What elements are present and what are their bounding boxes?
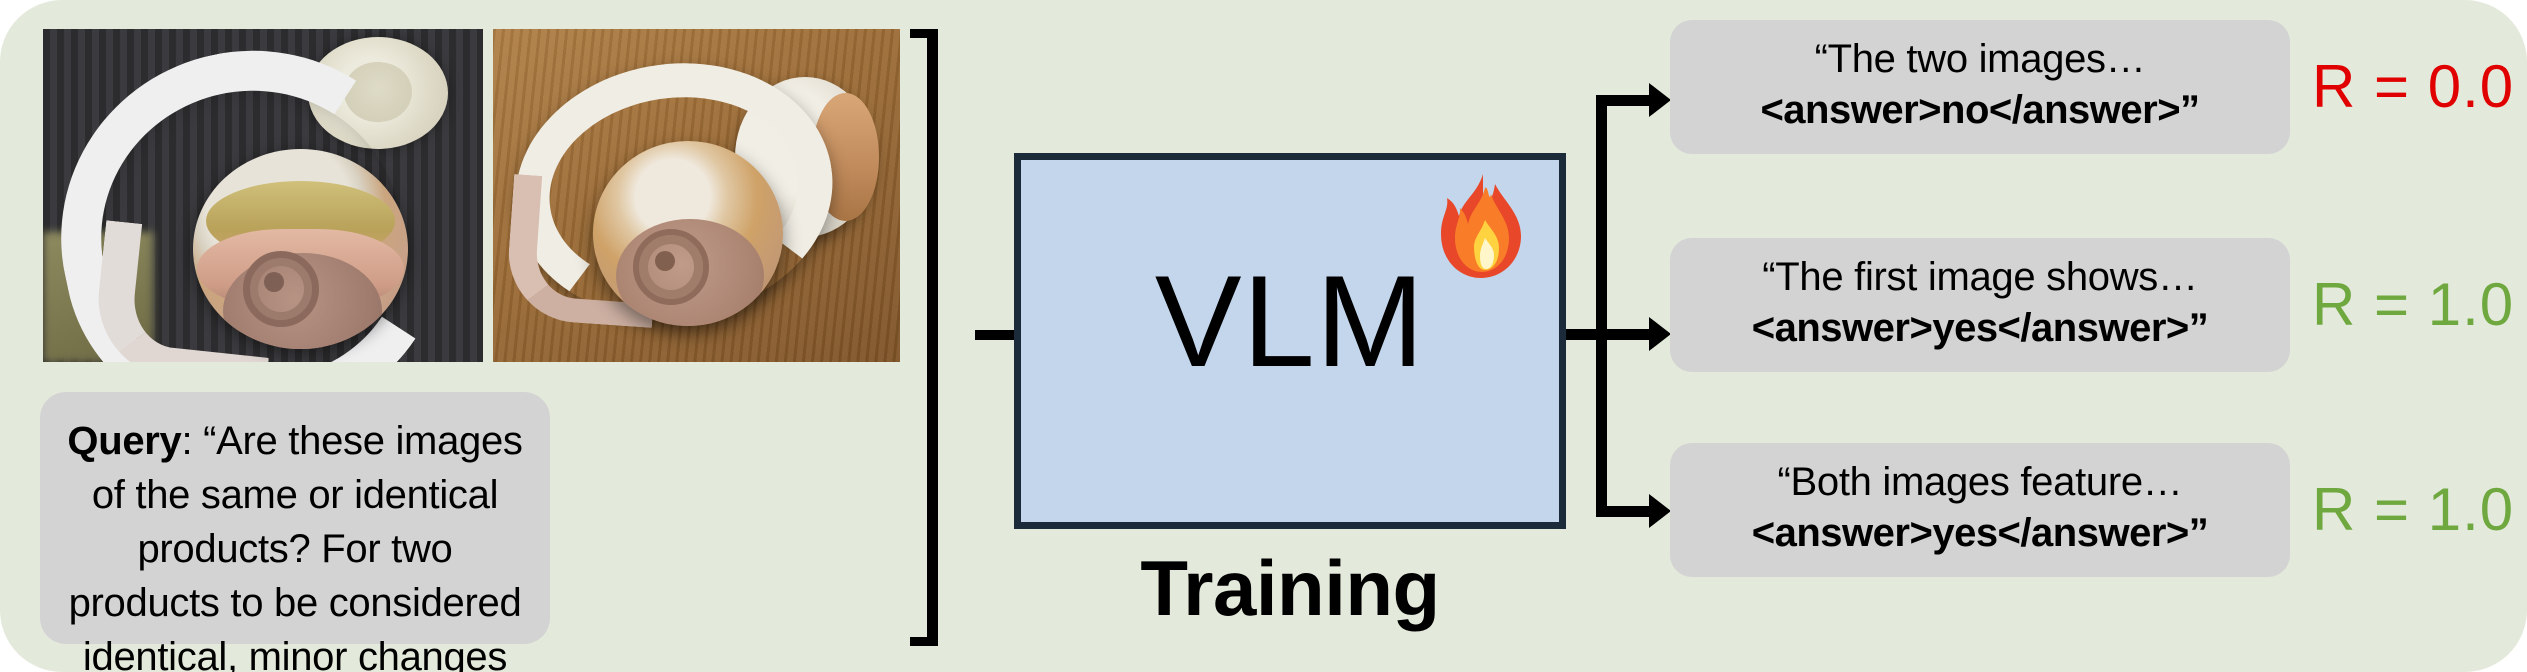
output-arrow-2-icon — [1596, 317, 1671, 351]
response-text-1: “The two images… — [1814, 37, 2146, 81]
vlm-label: VLM — [1154, 248, 1426, 394]
vlm-model-box: VLM — [1014, 153, 1566, 529]
response-box-1: “The two images… <answer>no</answer>” — [1670, 20, 2290, 154]
query-separator: : — [181, 419, 204, 463]
training-caption: Training — [1140, 544, 1440, 632]
query-box: Query: “Are these images of the same or … — [40, 392, 550, 672]
query-body: “Are these images of the same or identic… — [68, 419, 523, 672]
response-answer-tag-1: <answer>no</answer>” — [1760, 88, 2200, 132]
output-arrow-1-icon — [1596, 83, 1671, 117]
response-box-2: “The first image shows… <answer>yes</ans… — [1670, 238, 2290, 372]
response-answer-tag-2: <answer>yes</answer>” — [1751, 306, 2209, 350]
reward-value-3: R = 1.0 — [2312, 476, 2515, 543]
response-box-3: “Both images feature… <answer>yes</answe… — [1670, 443, 2290, 577]
input-image-2 — [493, 29, 900, 362]
query-label: Query — [67, 419, 182, 463]
response-row: “Both images feature… <answer>yes</answe… — [1670, 443, 2514, 577]
output-arrow-3-icon — [1596, 494, 1671, 528]
response-answer-tag-3: <answer>yes</answer>” — [1751, 511, 2209, 555]
reward-value-2: R = 1.0 — [2312, 271, 2515, 338]
fire-icon — [1441, 174, 1521, 278]
response-text-3: “Both images feature… — [1777, 460, 2183, 504]
response-text-2: “The first image shows… — [1762, 255, 2198, 299]
response-row: “The first image shows… <answer>yes</ans… — [1670, 238, 2514, 372]
input-image-1 — [43, 29, 483, 362]
reward-value-1: R = 0.0 — [2312, 53, 2515, 120]
response-row: “The two images… <answer>no</answer>” R … — [1670, 20, 2514, 154]
query-text: Query: “Are these images of the same or … — [64, 414, 526, 672]
model-output-trunk — [1596, 95, 1607, 517]
model-output-stem — [1566, 329, 1606, 340]
input-group-bracket — [910, 29, 938, 646]
